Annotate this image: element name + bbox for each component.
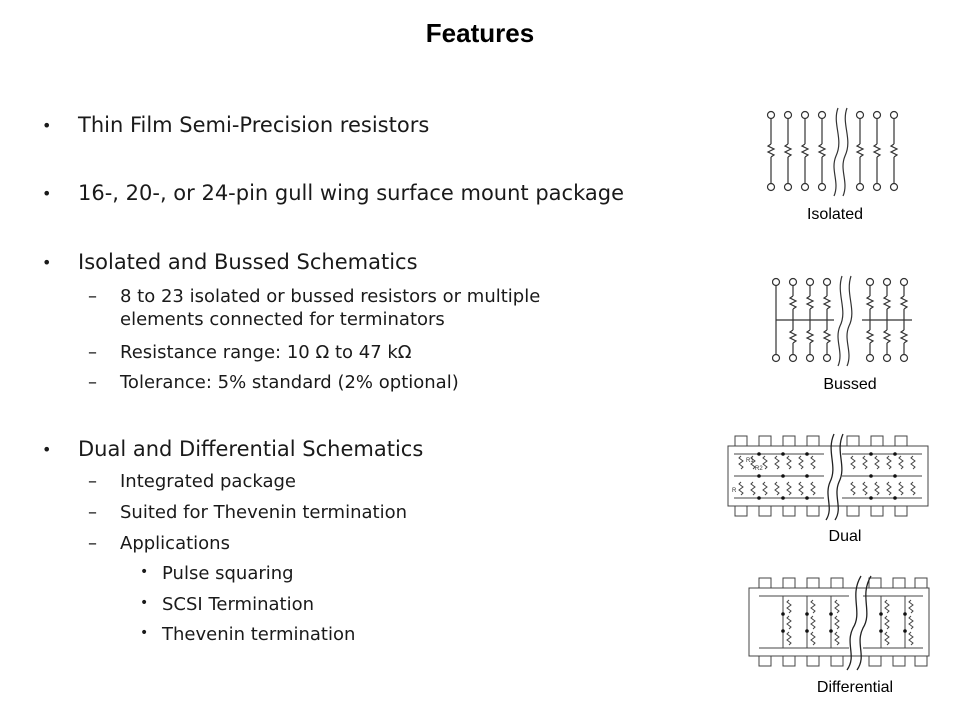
isolated-schematic-svg — [766, 107, 899, 197]
isolated-caption: Isolated — [806, 206, 864, 223]
resistor-element — [772, 277, 781, 363]
sub-bullet-resistance-range: Resistance range: 10 Ω to 47 kΩ — [88, 341, 411, 364]
application-item: Pulse squaring — [140, 563, 294, 584]
sub-bullet-integrated: Integrated package — [88, 470, 296, 493]
bullet-isolated-bussed: Isolated and Bussed Schematics — [42, 250, 417, 276]
dual-resistor-label: R1 — [746, 458, 754, 464]
isolated-schematic-icon — [760, 104, 910, 200]
resistor-element — [783, 110, 793, 192]
differential-caption: Differential — [816, 679, 894, 696]
resistor-element — [788, 277, 798, 363]
bullet-dual-differential: Dual and Differential Schematics — [42, 437, 423, 463]
bullet-thin-film: Thin Film Semi-Precision resistors — [42, 113, 429, 139]
resistor-element — [889, 110, 899, 192]
application-item: SCSI Termination — [140, 594, 314, 615]
resistor-element — [882, 277, 892, 363]
application-item: Thevenin termination — [140, 624, 355, 645]
differential-schematic-icon — [745, 574, 935, 672]
sub-bullet-resistor-count-line1: 8 to 23 isolated or bussed resistors or … — [120, 286, 541, 307]
bussed-schematic-icon — [772, 272, 922, 368]
sub-bullet-tolerance: Tolerance: 5% standard (2% optional) — [88, 371, 459, 394]
dual-schematic-icon: R1 R2 R — [726, 432, 934, 522]
resistor-element — [817, 110, 827, 192]
bullet-package: 16-, 20-, or 24-pin gull wing surface mo… — [42, 181, 624, 207]
bullet-list: Thin Film Semi-Precision resistors 16-, … — [0, 0, 740, 720]
resistor-element — [899, 277, 909, 363]
resistor-element — [766, 110, 776, 192]
sub-bullet-resistor-count: 8 to 23 isolated or bussed resistors or … — [88, 285, 541, 331]
dual-resistor-label: R2 — [755, 466, 763, 472]
slide-title: Features — [425, 18, 535, 48]
dual-resistor-label: R — [732, 488, 737, 494]
resistor-element — [805, 277, 815, 363]
resistor-element — [865, 277, 875, 363]
bussed-caption: Bussed — [823, 376, 877, 393]
sub-bullet-thevenin: Suited for Thevenin termination — [88, 501, 407, 524]
resistor-element — [800, 110, 810, 192]
sub-bullet-applications: Applications — [88, 532, 230, 555]
resistor-element — [822, 277, 832, 363]
resistor-element — [855, 110, 865, 192]
resistor-element — [872, 110, 882, 192]
dual-caption: Dual — [828, 528, 862, 545]
differential-schematic-svg — [748, 575, 930, 671]
dual-schematic-svg: R1 R2 R — [727, 433, 929, 521]
sub-bullet-resistor-count-line2: elements connected for terminators — [120, 309, 445, 330]
bussed-schematic-svg — [772, 275, 912, 367]
